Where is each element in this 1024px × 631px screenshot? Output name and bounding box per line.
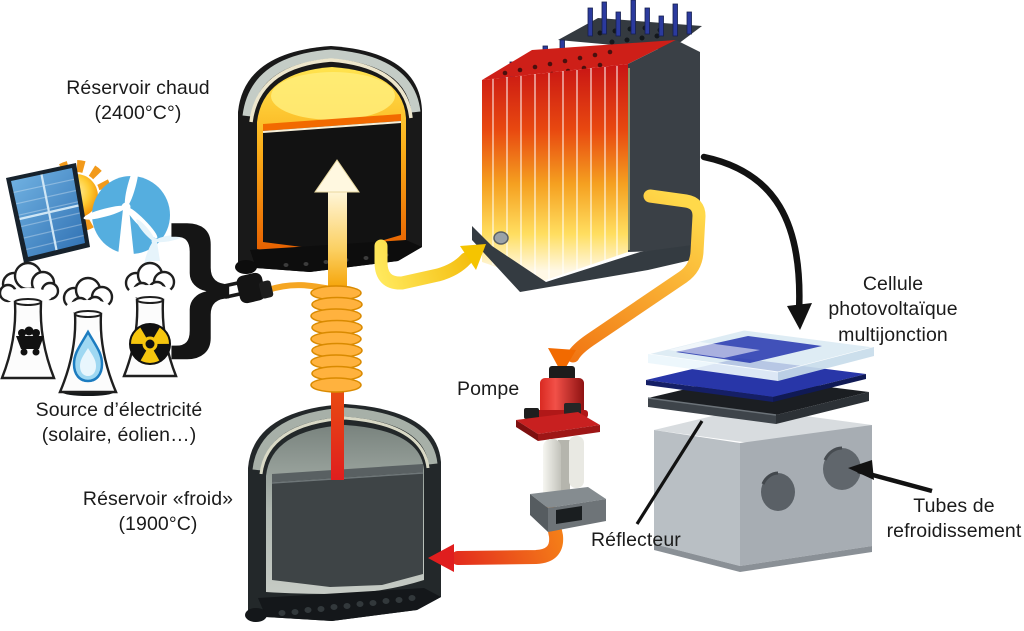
cooling-tubes-pointer-arrow [848, 460, 933, 494]
pump-label: Pompe [457, 377, 519, 402]
hot-reservoir-label-line1: Réservoir chaud [66, 77, 210, 99]
cooling-tubes-label-line1: Tubes de [913, 495, 995, 517]
reflector-label: Réflecteur [591, 528, 681, 553]
electricity-source-icons [0, 160, 183, 396]
solar-panel-icon [6, 163, 90, 263]
cooling-tubes-label-line2: refroidissement [886, 520, 1022, 543]
cooling-tubes-label: Tubes de refroidissement [884, 494, 1024, 545]
pump-to-cold-tank-pipe-arrow [428, 505, 564, 572]
cold-reservoir-label-line1: Réservoir «froid» [82, 488, 234, 510]
pv-cell-stack [646, 329, 875, 572]
reflector-pointer-line [635, 420, 704, 525]
reflector-label-text: Réflecteur [591, 529, 681, 551]
cold-tank [245, 404, 441, 622]
gas-plant-icon [58, 276, 118, 396]
pv-cell-label-line3: multijonction [838, 323, 948, 346]
brace-glyph: } [168, 197, 232, 360]
thermal-radiator-block [472, 0, 702, 292]
pv-cell-label-line2: photovoltaïque [828, 298, 958, 321]
hot-output-pipe-arrow [374, 239, 486, 290]
wind-turbine-icon [83, 164, 183, 268]
electricity-source-label-line1: Source d’électricité [35, 399, 203, 421]
hot-reservoir-label: Réservoir chaud (2400°C°) [28, 76, 248, 127]
flow-pipes [374, 189, 706, 572]
radiation-symbol-icon [129, 323, 171, 365]
cold-reservoir-label-line2: (1900°C) [118, 513, 198, 536]
hot-tank [235, 46, 422, 274]
pv-cell-label-line1: Cellule [862, 273, 924, 295]
cold-reservoir-label: Réservoir «froid» (1900°C) [50, 487, 266, 538]
electricity-source-label: Source d’électricité (solaire, éolien…) [6, 398, 232, 449]
glass-plate [647, 329, 875, 381]
pump-label-text: Pompe [457, 378, 520, 400]
upflow-arrow [314, 159, 360, 292]
pv-cell-label: Cellule photovoltaïque multijonction [796, 272, 990, 348]
radiator-to-pv-arrow [700, 153, 812, 330]
pump [516, 366, 606, 532]
hot-reservoir-label-line2: (2400°C°) [94, 102, 182, 125]
electricity-source-label-line2: (solaire, éolien…) [41, 424, 197, 447]
cooling-tube-hole [823, 448, 861, 490]
nuclear-plant-icon [122, 261, 178, 378]
cooling-tube-hole [761, 473, 795, 511]
annotation-arrows [635, 153, 933, 525]
coal-plant-icon [0, 261, 60, 380]
plug-icon [222, 272, 274, 304]
radiator-to-pump-pipe-arrow [548, 189, 706, 374]
riser-and-heater [222, 159, 363, 480]
cooling-block [654, 408, 872, 572]
heating-coil-icon [310, 285, 363, 393]
